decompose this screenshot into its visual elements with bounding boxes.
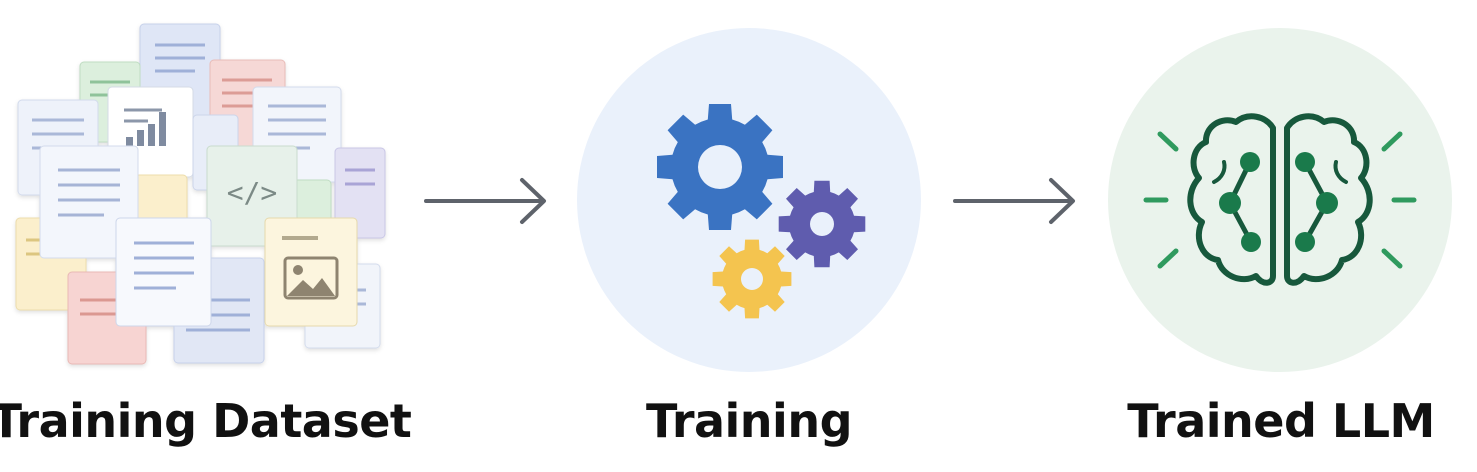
circuit-nodes — [1219, 152, 1338, 252]
doc-main-left — [39, 145, 139, 259]
model-circle — [1108, 28, 1452, 372]
stage-label-dataset: Training Dataset — [0, 394, 412, 448]
brain-left-hemisphere — [1187, 113, 1276, 286]
doc-image — [264, 217, 358, 327]
gear-shape — [712, 239, 792, 319]
gear-shape — [657, 104, 783, 230]
gear-yellow-icon — [712, 239, 792, 319]
arrow-right-icon — [424, 178, 546, 224]
rays — [1143, 131, 1417, 269]
brain-circuit-icon — [1108, 28, 1452, 372]
document-stack-icon: </> — [15, 23, 386, 365]
gears-icon — [577, 28, 921, 372]
gear-purple-icon — [778, 180, 866, 268]
arrow-right-icon — [953, 178, 1075, 224]
gear-shape — [778, 180, 866, 268]
doc-purple — [334, 147, 386, 239]
brain-right-hemisphere — [1284, 113, 1373, 286]
stage-label-training: Training — [645, 394, 853, 448]
gear-blue-icon — [657, 104, 783, 230]
doc-front-center — [115, 217, 212, 327]
stage-label-model: Trained LLM — [1127, 394, 1435, 448]
svg-text:</>: </> — [227, 176, 278, 209]
